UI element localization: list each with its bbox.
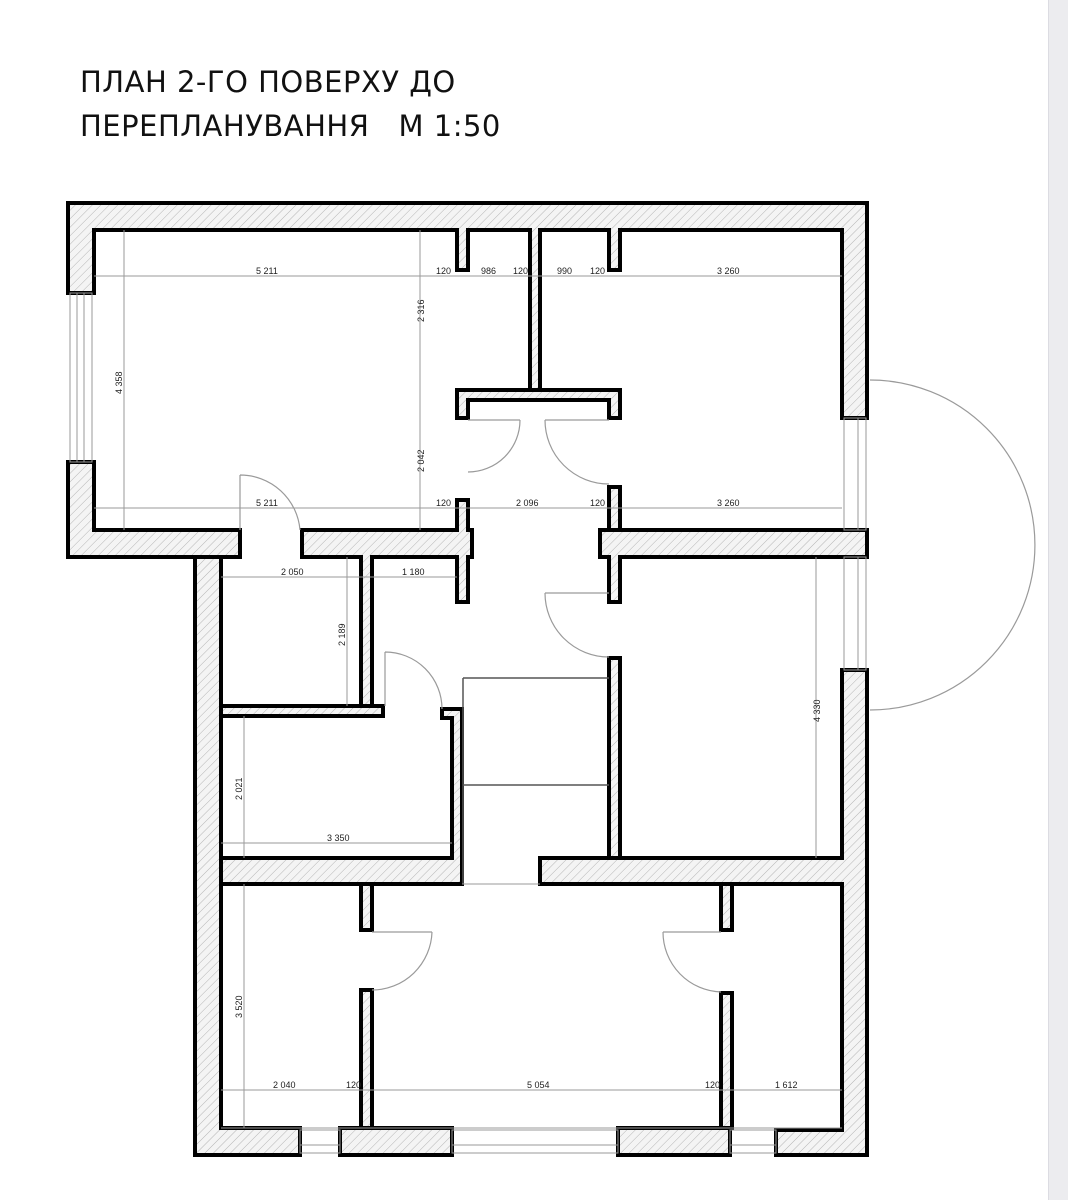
title-line-1: ПЛАН 2-ГО ПОВЕРХУ ДО	[80, 65, 456, 99]
dim-room1-lower: 2 042	[416, 449, 426, 472]
door-balcony	[869, 379, 1036, 711]
door-small-room	[239, 474, 301, 531]
door-swings	[239, 379, 1036, 993]
window-bottom-2	[451, 1129, 619, 1154]
dim-right-room-height: 4 330	[812, 699, 822, 722]
dim-top-corridor-a: 986	[481, 266, 496, 276]
dim-top-wall-a: 120	[436, 266, 451, 276]
door-corridor-right	[544, 419, 610, 485]
dim-mid-wall-b: 120	[590, 498, 605, 508]
door-bottom-left	[371, 931, 433, 991]
wall-bottom-seg-2	[616, 1126, 732, 1157]
wall-small-rooms	[219, 704, 385, 718]
dim-bottom-left-height: 3 520	[234, 995, 244, 1018]
door-corridor-left	[467, 419, 521, 473]
dim-bottom-wall-b: 120	[705, 1080, 720, 1090]
dim-bottom-room-a: 2 040	[273, 1080, 296, 1090]
title-line-2: ПЕРЕПЛАНУВАННЯ М 1:50	[80, 109, 501, 143]
dim-mid-room2: 3 260	[717, 498, 740, 508]
plan-title: ПЛАН 2-ГО ПОВЕРХУ ДО ПЕРЕПЛАНУВАННЯ М 1:…	[80, 60, 501, 148]
dim-mid-corridor: 2 096	[516, 498, 539, 508]
window-right-lower	[843, 556, 867, 671]
wall-right-lower	[538, 668, 869, 1157]
dim-room1-height: 4 358	[114, 371, 124, 394]
wall-corridor-tee	[455, 388, 622, 420]
dim-mid-wall-a: 120	[436, 498, 451, 508]
door-right-room	[544, 592, 610, 658]
wall-right-horizontal	[598, 528, 869, 604]
wall-right-room-left	[607, 656, 622, 860]
walls	[66, 201, 869, 1157]
dim-mid-left-width: 3 350	[327, 833, 350, 843]
wall-mid-horizontal	[300, 498, 474, 718]
dim-bottom-room-b: 5 054	[527, 1080, 550, 1090]
window-bottom-3	[729, 1129, 777, 1154]
windows	[69, 292, 867, 1154]
dim-bottom-wall-a: 120	[346, 1080, 361, 1090]
dim-small-room-height: 2 189	[337, 623, 347, 646]
window-bottom-1	[299, 1129, 341, 1154]
dim-top-wall-c: 120	[590, 266, 605, 276]
door-bottom-right	[662, 931, 722, 993]
dimension-labels: 5 211 120 986 120 990 120 3 260 5 211 12…	[114, 266, 822, 1090]
dimension-lines	[94, 230, 842, 1129]
dim-mid-room1: 5 211	[256, 498, 278, 508]
wall-top-outer	[66, 201, 869, 420]
window-left	[69, 292, 93, 463]
wall-bottom-right-partition	[719, 882, 734, 932]
wall-bottom-left-partition	[359, 882, 374, 932]
dim-mid-left-height: 2 021	[234, 777, 244, 800]
stairs	[462, 677, 609, 885]
dim-small-room-width: 2 050	[281, 567, 304, 577]
wall-bottom-left-partition-2	[359, 988, 374, 1130]
wall-bath-right	[219, 707, 464, 886]
dim-bottom-room-c: 1 612	[775, 1080, 798, 1090]
wall-bottom-right-partition-2	[719, 991, 734, 1130]
dim-hall-width: 1 180	[402, 567, 425, 577]
dim-top-wall-b: 120	[513, 266, 528, 276]
page-margin	[1048, 0, 1068, 1200]
window-right-upper	[843, 417, 867, 531]
dim-top-room1: 5 211	[256, 266, 278, 276]
door-bath	[384, 651, 443, 710]
wall-left-lower-1	[66, 460, 302, 1157]
wall-bottom-seg-1	[338, 1126, 454, 1157]
dim-top-corridor-b: 990	[557, 266, 572, 276]
dim-top-room2: 3 260	[717, 266, 740, 276]
dim-room1-upper: 2 316	[416, 299, 426, 322]
